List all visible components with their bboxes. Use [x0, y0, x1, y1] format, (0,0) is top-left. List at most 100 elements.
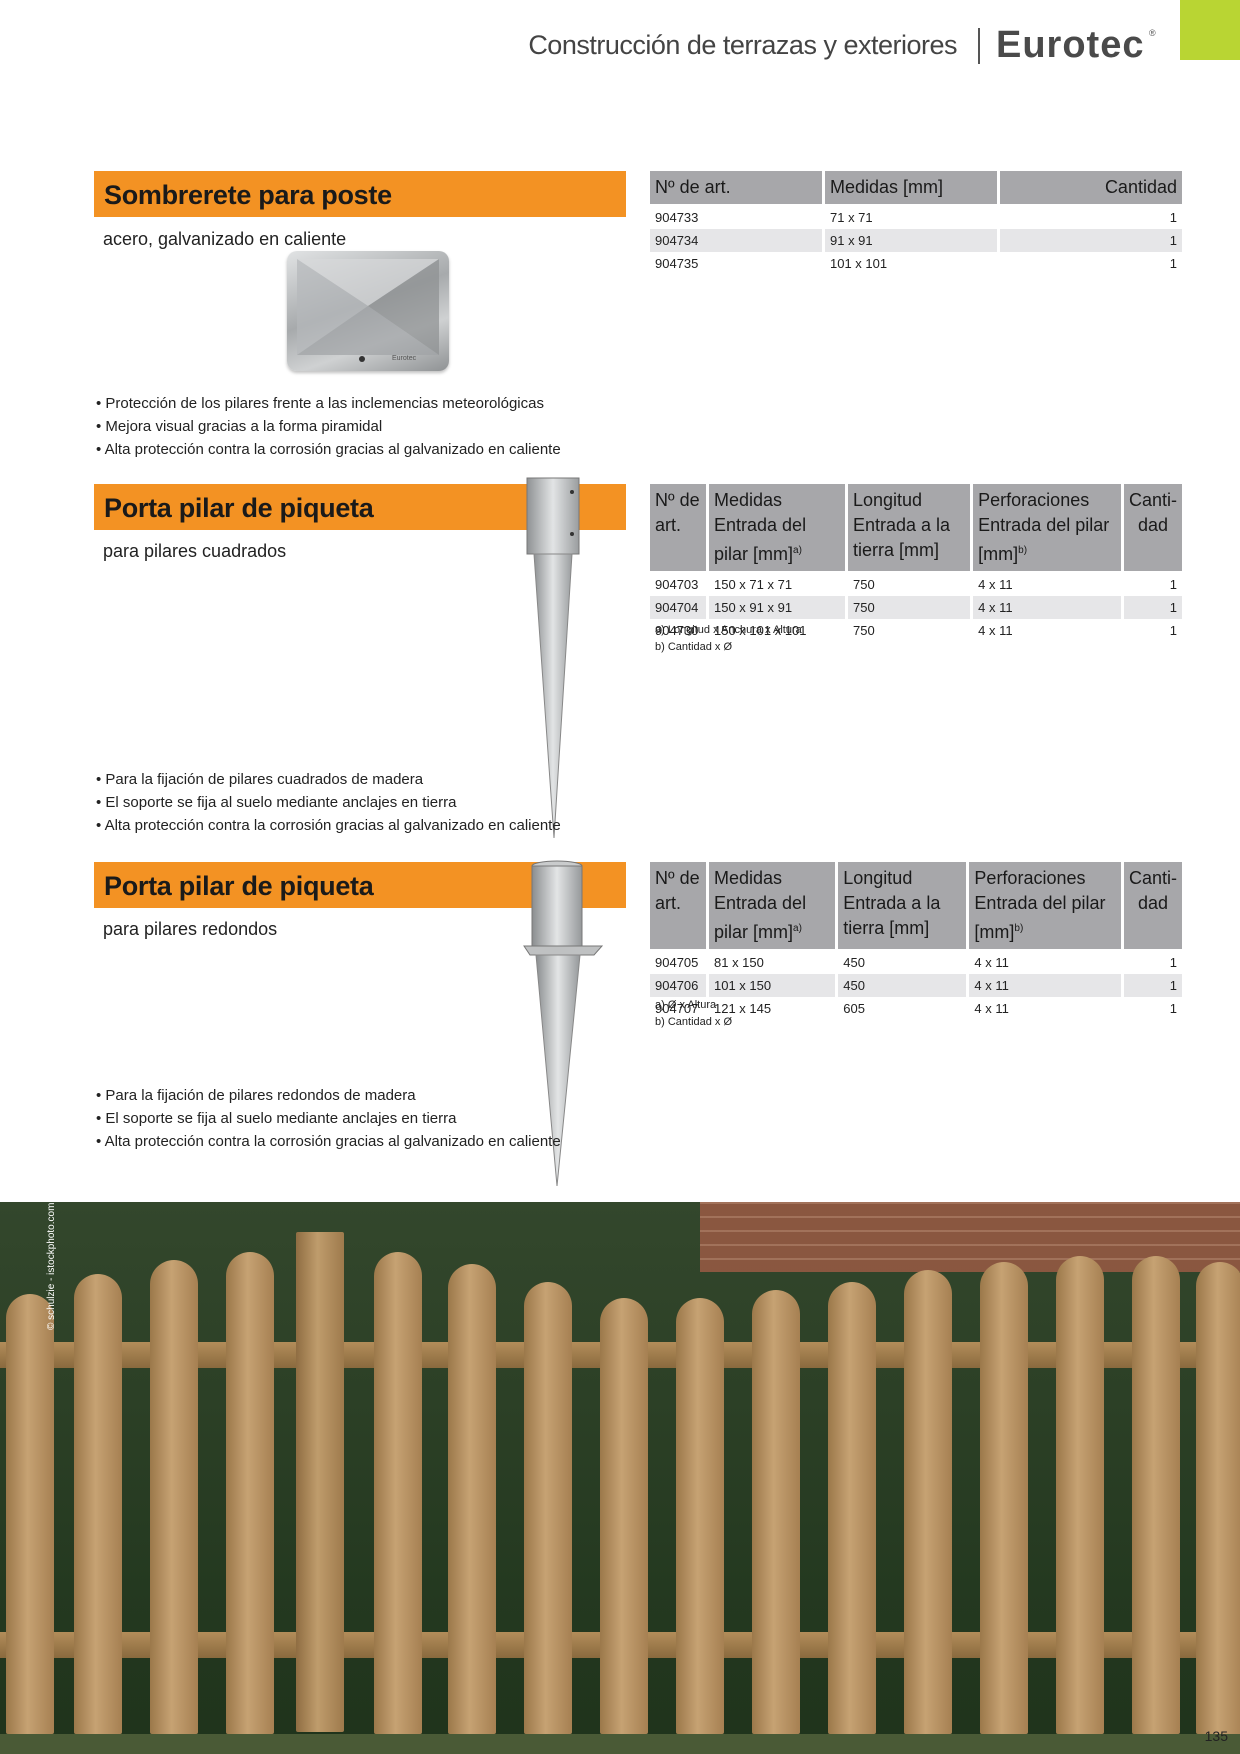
bullet-list: Protección de los pilares frente a las i… — [96, 392, 561, 461]
table-cell: 1 — [1123, 974, 1182, 997]
table-cell: 4 x 11 — [969, 949, 1124, 974]
table-header-cell: Cantidad — [1000, 171, 1182, 204]
bullet-list: Para la fijación de pilares cuadrados de… — [96, 768, 561, 837]
table-row: 904705 81 x 150 450 4 x 11 1 — [650, 949, 1182, 974]
table-cell: 605 — [838, 997, 970, 1020]
table-cell: 1 — [1123, 596, 1182, 619]
table-cell: 904707 — [650, 997, 709, 1020]
eurotec-logo: Eurotec — [996, 24, 1145, 66]
post-cap-image: Eurotec — [287, 251, 449, 371]
fence-picket — [1056, 1256, 1104, 1734]
table-cell: 150 x 91 x 91 — [709, 596, 848, 619]
table-cell: 4 x 11 — [969, 974, 1124, 997]
cap-engraving: Eurotec — [392, 355, 417, 362]
fence-picket — [828, 1282, 876, 1734]
table-cell: 91 x 91 — [825, 229, 1000, 252]
table-cell: 904705 — [650, 949, 709, 974]
fence-picket — [74, 1274, 122, 1734]
header-divider — [978, 28, 980, 64]
fence-picket — [752, 1290, 800, 1734]
table-cell: 450 — [838, 974, 970, 997]
fence-picket — [600, 1298, 648, 1734]
table-cell: 1 — [1169, 623, 1177, 638]
ground — [0, 1734, 1240, 1754]
table-cell: 904734 — [650, 229, 825, 252]
fence-picket — [904, 1270, 952, 1734]
fence-picket — [676, 1298, 724, 1734]
fence-picket — [1196, 1262, 1240, 1734]
table-cell: 1 — [1169, 256, 1177, 271]
section-bar-post-cap: Sombrerete para poste — [94, 171, 626, 217]
fence-picket — [374, 1252, 422, 1734]
table-row: 904733 71 x 71 1 — [650, 204, 1182, 229]
table-cell: 904730 — [650, 619, 709, 642]
table-header-cell: Nº de art. — [650, 171, 825, 204]
table-row: 904706 101 x 150 450 4 x 11 1 — [650, 974, 1182, 997]
fence-picket — [524, 1282, 572, 1734]
footnote: b) Cantidad x Ø — [655, 1016, 733, 1028]
table-cell: 450 — [838, 949, 970, 974]
bullet-item: Alta protección contra la corrosión grac… — [96, 814, 561, 837]
page-number: 135 — [1204, 1728, 1228, 1744]
table-cell: 4 x 11 — [973, 596, 1124, 619]
table-cell: 904735 — [650, 252, 825, 275]
bullet-item: Para la fijación de pilares redondos de … — [96, 1084, 561, 1107]
bullet-item: El soporte se fija al suelo mediante anc… — [96, 791, 561, 814]
footnote: a) Ø x Altura — [655, 999, 717, 1011]
bullet-item: El soporte se fija al suelo mediante anc… — [96, 1107, 561, 1130]
table-cell: 1 — [1169, 955, 1177, 970]
table-footnotes: a) Longitud x Anchura x Altura b) Cantid… — [655, 622, 802, 656]
table-cell: 4 x 11 — [973, 571, 1124, 596]
registered-mark: ® — [1149, 28, 1156, 38]
bullet-item: Mejora visual gracias a la forma piramid… — [96, 415, 561, 438]
table-cell: 81 x 150 — [709, 949, 839, 974]
table-row: 904730 150 x 101 x 101 750 4 x 11 1 — [650, 619, 1182, 642]
page-header-title: Construcción de terrazas y exteriores — [528, 30, 957, 60]
photo-credit: © schulzie - istockphoto.com — [46, 1202, 57, 1330]
table-cell: 750 — [848, 571, 974, 596]
table-cell: 4 x 11 — [969, 997, 1124, 1020]
section-subtitle: para pilares redondos — [103, 919, 278, 939]
fence-picket — [226, 1252, 274, 1734]
post-cap-table: Nº de art. Medidas [mm] Cantidad 904733 … — [650, 171, 1182, 275]
round-post-spike-image — [523, 860, 604, 1187]
table-cell: 71 x 71 — [825, 204, 1000, 229]
table-cell: 904733 — [650, 204, 825, 229]
section-subtitle: acero, galvanizado en caliente — [103, 229, 347, 249]
table-cell: 1 — [1169, 1001, 1177, 1016]
section-subtitle: para pilares cuadrados — [103, 541, 287, 561]
table-row: 904734 91 x 91 1 — [650, 229, 1182, 252]
table-cell: 904706 — [650, 974, 709, 997]
chapter-tab — [1180, 0, 1240, 60]
fence-picket — [448, 1264, 496, 1734]
table-cell: 101 x 150 — [709, 974, 839, 997]
table-cell: 1 — [1169, 577, 1177, 592]
fence-picket — [1132, 1256, 1180, 1734]
table-header-cell: Medidas [mm] — [825, 171, 1000, 204]
fence-picket — [980, 1262, 1028, 1734]
fence-picket — [6, 1294, 54, 1734]
section-title: Porta pilar de piqueta — [104, 871, 374, 901]
post-cap-pyramid — [297, 259, 439, 362]
table-footnotes: a) Ø x Altura b) Cantidad x Ø — [655, 997, 732, 1031]
table-header-cell: Canti-dad — [1123, 484, 1182, 571]
table-cell: 4 x 11 — [973, 619, 1124, 642]
bullet-item: Protección de los pilares frente a las i… — [96, 392, 561, 415]
table-cell: 904704 — [650, 596, 709, 619]
table-header-cell: Canti-dad — [1123, 862, 1182, 949]
table-cell: 101 x 101 — [825, 252, 1000, 275]
bullet-item: Alta protección contra la corrosión grac… — [96, 1130, 561, 1153]
table-cell: 121 x 145 — [709, 997, 839, 1020]
fence-picket — [150, 1260, 198, 1734]
table-cell: 750 — [848, 596, 974, 619]
table-row: 904735 101 x 101 1 — [650, 252, 1182, 275]
section-title: Sombrerete para poste — [104, 180, 392, 210]
bullet-list: Para la fijación de pilares redondos de … — [96, 1084, 561, 1153]
